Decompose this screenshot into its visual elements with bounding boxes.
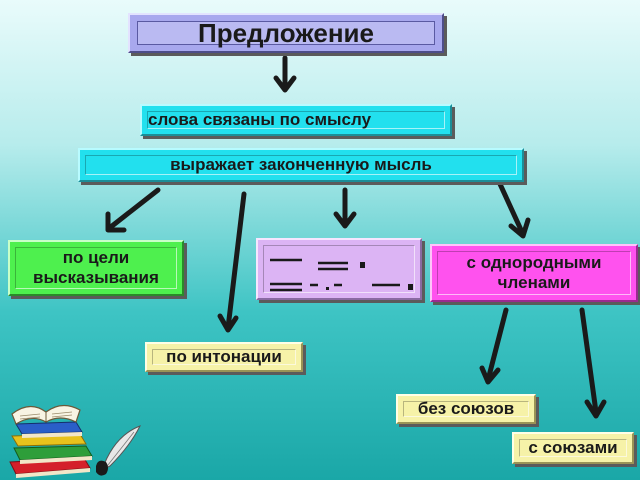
quill-pen-icon xyxy=(96,425,142,476)
arrow-to-intonation xyxy=(217,191,247,333)
node-text: без союзов xyxy=(417,399,515,418)
node-text-line-2: членами xyxy=(497,273,571,292)
sentence-scheme-icon xyxy=(270,258,413,292)
node-text-line-2: высказывания xyxy=(33,268,159,287)
node-complete-thought: выражает законченную мысль xyxy=(78,148,524,182)
arrow-to-no-conjunctions xyxy=(479,307,509,385)
arrow-to-purpose xyxy=(105,187,161,233)
node-words-linked-by-meaning: слова связаны по смыслу xyxy=(140,104,452,136)
node-without-conjunctions: без союзов xyxy=(396,394,536,424)
title-text: Предложение xyxy=(198,17,374,48)
arrow-to-homogeneous xyxy=(497,181,531,239)
node-purpose-of-statement: по цели высказывания xyxy=(8,240,184,296)
node-homogeneous-members: с однородными членами xyxy=(430,244,638,302)
books-icon xyxy=(9,404,142,478)
arrow-to-scheme xyxy=(333,187,357,229)
node-text: по интонации xyxy=(166,347,282,366)
node-with-conjunctions: с союзами xyxy=(512,432,634,464)
node-intonation: по интонации xyxy=(145,342,303,372)
node-text: с союзами xyxy=(528,438,618,457)
node-text: выражает законченную мысль xyxy=(170,155,432,174)
title-box: Предложение xyxy=(128,13,444,53)
node-text-line-1: по цели xyxy=(62,248,130,267)
node-sentence-members-scheme xyxy=(256,238,422,300)
node-text-line-1: с однородными xyxy=(466,253,602,272)
arrow-to-with-conjunctions xyxy=(579,307,607,419)
arrow-title-to-meaning xyxy=(273,55,297,93)
node-text: слова связаны по смыслу xyxy=(148,110,372,129)
